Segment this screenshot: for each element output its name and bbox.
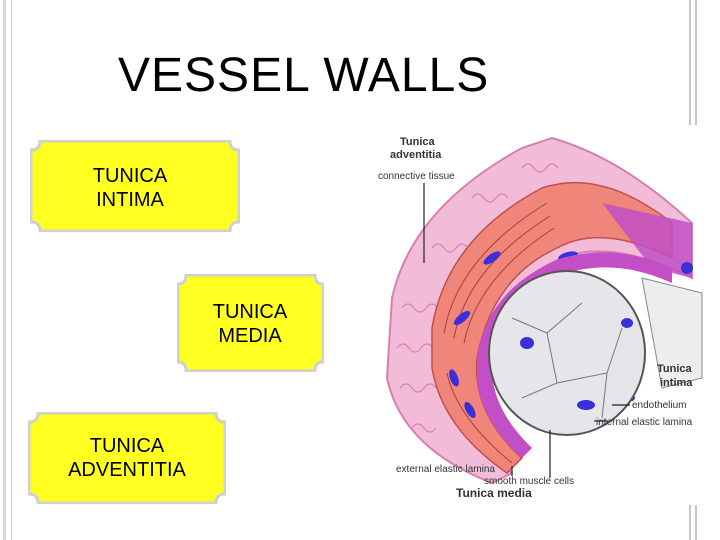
media-title: Tunica media: [456, 486, 532, 500]
tunica-adventitia-box-shape: [28, 412, 226, 504]
tunica-media-box-shape: [177, 274, 324, 372]
tunica-adventitia-line1: TUNICA: [89, 435, 165, 457]
intima-title-2: intima: [660, 377, 693, 389]
right-border-decoration: [685, 0, 720, 540]
slide-title: VESSEL WALLS: [118, 49, 490, 102]
tunica-media-label: TUNICA MEDIA: [190, 300, 310, 348]
lumen: [488, 270, 646, 436]
endothelium-label: endothelium: [632, 400, 686, 411]
intima-title-1: Tunica: [657, 363, 693, 375]
tunica-adventitia-line2: ADVENTITIA: [68, 459, 186, 481]
smooth-muscle-label: smooth muscle cells: [484, 476, 574, 487]
tunica-media-line2: MEDIA: [218, 325, 282, 347]
left-border-decoration: [0, 0, 12, 540]
external-elastic-label: external elastic lamina: [396, 464, 495, 475]
tunica-adventitia-label: TUNICA ADVENTITIA: [40, 434, 214, 482]
adventitia-sub: connective tissue: [378, 171, 455, 182]
tunica-intima-line1: TUNICA: [92, 165, 168, 187]
adventitia-title-2: adventitia: [390, 149, 442, 161]
vessel-wall-diagram: Tunica adventitia connective tissue Tuni…: [378, 136, 703, 500]
internal-elastic-label: internal elastic lamina: [596, 417, 693, 428]
tunica-intima-label: TUNICA INTIMA: [60, 164, 200, 212]
tunica-media-line1: TUNICA: [212, 301, 288, 323]
intima-band: [477, 252, 672, 458]
adventitia-title-1: Tunica: [400, 136, 436, 148]
tunica-intima-box-shape: [30, 140, 240, 232]
tunica-intima-line2: INTIMA: [96, 189, 164, 211]
